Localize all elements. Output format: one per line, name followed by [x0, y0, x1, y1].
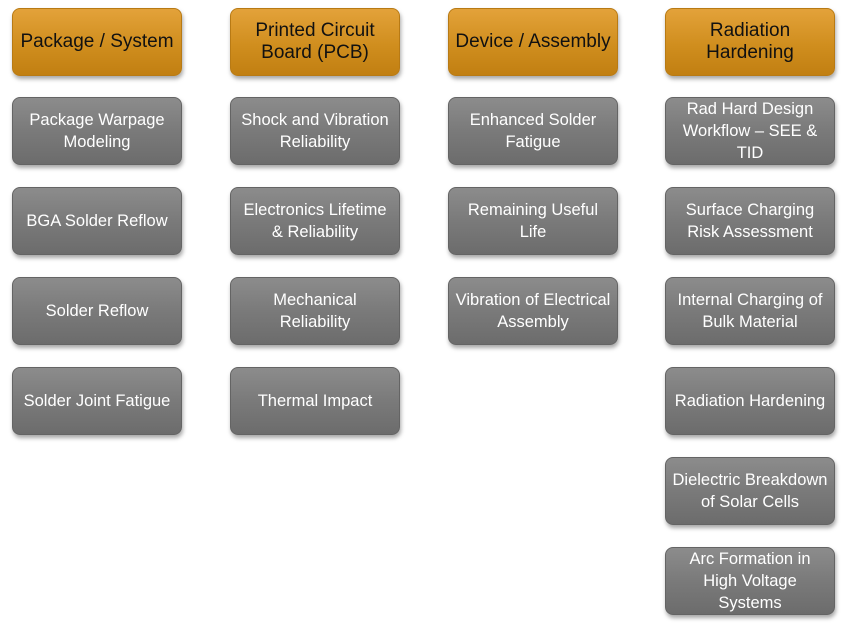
- column-header-label: Device / Assembly: [455, 31, 611, 52]
- item-label: Shock and Vibration Reliability: [241, 111, 389, 151]
- column-header-package-system: Package / System: [12, 8, 182, 76]
- column-header-label: Radiation Hardening: [706, 20, 794, 63]
- item-mechanical-reliability: Mechanical Reliability: [230, 277, 400, 345]
- item-surface-charging-risk-assessment: Surface Charging Risk Assessment: [665, 187, 835, 255]
- item-vibration-of-electrical-assembly: Vibration of Electrical Assembly: [448, 277, 618, 345]
- item-label: Vibration of Electrical Assembly: [455, 291, 611, 331]
- item-label: Remaining Useful Life: [467, 201, 599, 241]
- item-label: Electronics Lifetime & Reliability: [243, 201, 387, 241]
- item-label: Radiation Hardening: [674, 392, 826, 410]
- item-solder-reflow: Solder Reflow: [12, 277, 182, 345]
- item-internal-charging-of-bulk-material: Internal Charging of Bulk Material: [665, 277, 835, 345]
- item-label: Solder Joint Fatigue: [23, 392, 171, 410]
- item-electronics-lifetime-reliability: Electronics Lifetime & Reliability: [230, 187, 400, 255]
- item-label: Package Warpage Modeling: [29, 111, 165, 151]
- item-arc-formation-in-high-voltage-systems: Arc Formation in High Voltage Systems: [665, 547, 835, 615]
- item-label: Enhanced Solder Fatigue: [469, 111, 597, 151]
- column-header-pcb: Printed Circuit Board (PCB): [230, 8, 400, 76]
- column-header-device-assembly: Device / Assembly: [448, 8, 618, 76]
- item-shock-and-vibration-reliability: Shock and Vibration Reliability: [230, 97, 400, 165]
- item-label: Arc Formation in High Voltage Systems: [689, 550, 811, 612]
- item-label: BGA Solder Reflow: [26, 212, 168, 230]
- item-radiation-hardening: Radiation Hardening: [665, 367, 835, 435]
- item-rad-hard-design-workflow: Rad Hard Design Workflow – SEE & TID: [665, 97, 835, 165]
- item-bga-solder-reflow: BGA Solder Reflow: [12, 187, 182, 255]
- item-package-warpage-modeling: Package Warpage Modeling: [12, 97, 182, 165]
- item-label: Thermal Impact: [257, 392, 373, 410]
- item-label: Dielectric Breakdown of Solar Cells: [672, 471, 828, 511]
- item-solder-joint-fatigue: Solder Joint Fatigue: [12, 367, 182, 435]
- item-label: Mechanical Reliability: [273, 291, 357, 331]
- column-header-label: Printed Circuit Board (PCB): [255, 20, 375, 63]
- column-header-label: Package / System: [20, 31, 174, 52]
- item-remaining-useful-life: Remaining Useful Life: [448, 187, 618, 255]
- item-label: Rad Hard Design Workflow – SEE & TID: [682, 100, 818, 162]
- column-header-radiation-hardening: Radiation Hardening: [665, 8, 835, 76]
- item-label: Solder Reflow: [45, 302, 149, 320]
- item-dielectric-breakdown-of-solar-cells: Dielectric Breakdown of Solar Cells: [665, 457, 835, 525]
- item-label: Surface Charging Risk Assessment: [685, 201, 815, 241]
- item-label: Internal Charging of Bulk Material: [677, 291, 823, 331]
- item-enhanced-solder-fatigue: Enhanced Solder Fatigue: [448, 97, 618, 165]
- item-thermal-impact: Thermal Impact: [230, 367, 400, 435]
